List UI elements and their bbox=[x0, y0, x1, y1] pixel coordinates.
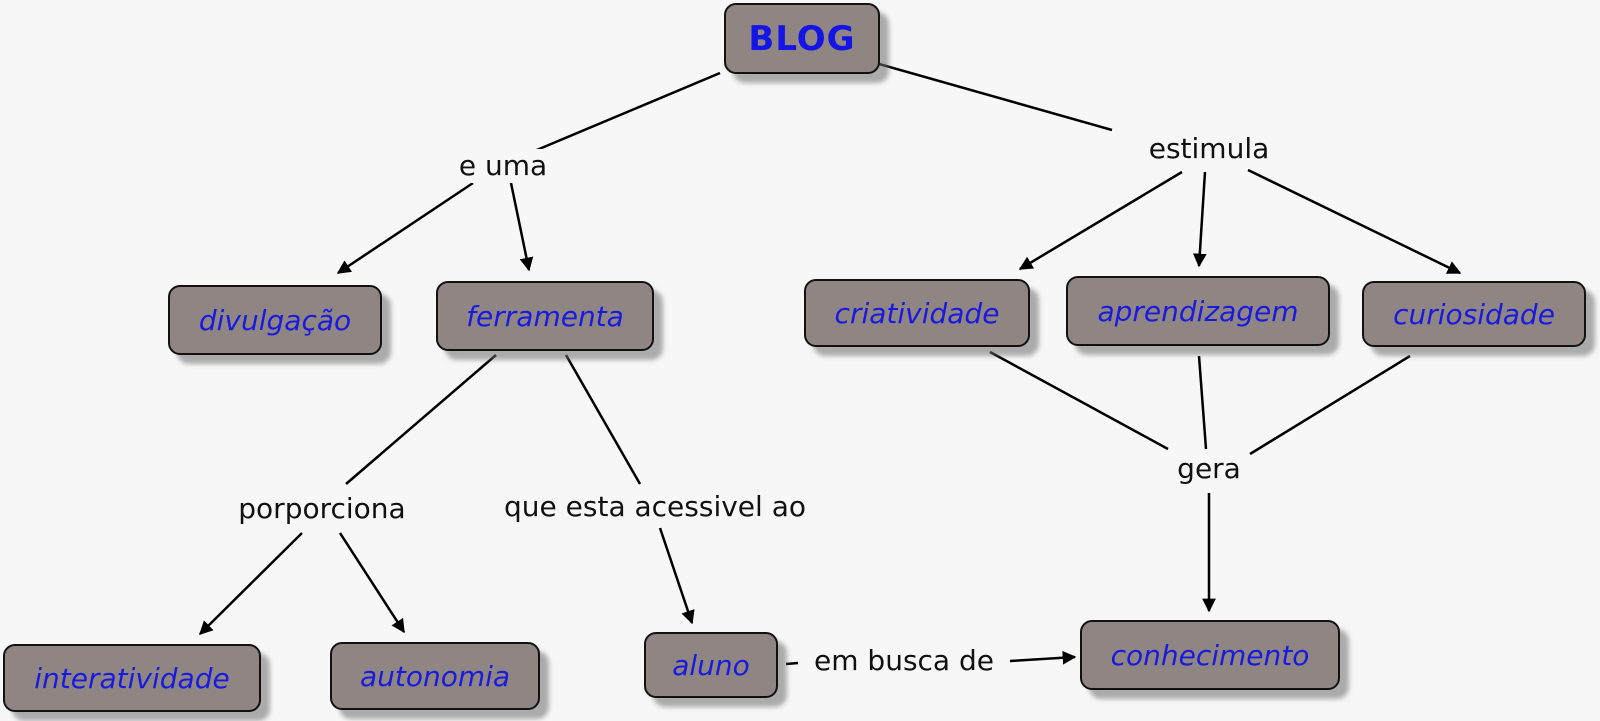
edge-porporciona-interatividade bbox=[199, 532, 303, 635]
concept-interatividade[interactable]: interatividade bbox=[3, 644, 261, 712]
edge-ferramenta-porporciona bbox=[345, 354, 497, 485]
concept-ferramenta[interactable]: ferramenta bbox=[436, 281, 654, 351]
edge-acessivel-aluno bbox=[658, 527, 695, 625]
edge-e-uma-ferramenta bbox=[509, 182, 534, 272]
edge-estimula-curiosidade bbox=[1247, 168, 1462, 275]
link-e-uma: e uma bbox=[454, 149, 552, 183]
edge-aprendizagem-gera bbox=[1197, 355, 1208, 450]
concept-conhecimento[interactable]: conhecimento bbox=[1080, 620, 1340, 690]
link-estimula: estimula bbox=[1144, 132, 1274, 166]
concept-curiosidade[interactable]: curiosidade bbox=[1362, 281, 1586, 347]
edge-aluno-em-busca bbox=[785, 661, 799, 666]
concept-criatividade[interactable]: criatividade bbox=[804, 279, 1030, 347]
edge-blog-e-uma bbox=[531, 71, 721, 154]
concept-autonomia[interactable]: autonomia bbox=[330, 642, 540, 710]
link-porporciona: porporciona bbox=[234, 492, 410, 526]
link-gera: gera bbox=[1173, 452, 1245, 486]
concept-aprendizagem[interactable]: aprendizagem bbox=[1066, 276, 1330, 346]
edge-estimula-criatividade bbox=[1018, 170, 1183, 271]
edge-curiosidade-gera bbox=[1249, 354, 1411, 456]
edge-em-busca-conhecimento bbox=[1009, 650, 1077, 665]
edge-porporciona-autonomia bbox=[338, 532, 406, 634]
edge-estimula-aprendizagem bbox=[1192, 171, 1207, 268]
link-em-busca-de: em busca de bbox=[810, 644, 998, 678]
concept-blog[interactable]: BLOG bbox=[724, 3, 880, 74]
edge-ferramenta-acessivel bbox=[564, 354, 642, 485]
concept-aluno[interactable]: aluno bbox=[644, 632, 778, 698]
edge-blog-estimula bbox=[871, 60, 1113, 132]
link-que-esta-acessivel-ao: que esta acessivel ao bbox=[500, 490, 810, 524]
concept-divulgacao[interactable]: divulgação bbox=[168, 285, 382, 355]
edge-criatividade-gera bbox=[989, 350, 1169, 451]
edge-e-uma-divulgacao bbox=[336, 181, 474, 275]
